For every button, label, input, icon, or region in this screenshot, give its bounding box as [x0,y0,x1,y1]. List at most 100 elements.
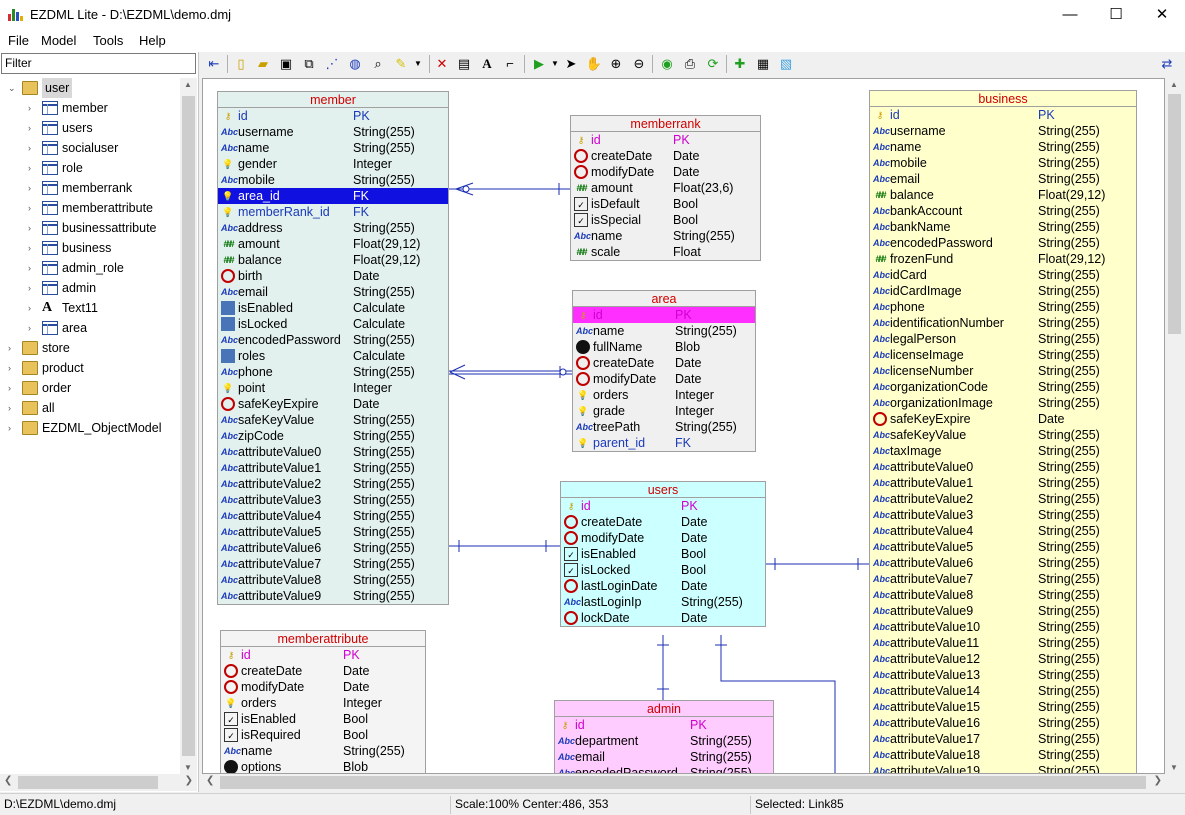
highlight-icon[interactable]: ✎ [395,56,407,71]
expand-icon[interactable]: › [28,283,31,293]
tree-horizontal-scrollbar[interactable]: ❮ ❯ [0,774,197,791]
expand-icon[interactable]: › [28,163,31,173]
expand-icon[interactable]: › [8,363,11,373]
tree-scroll-thumb[interactable] [182,96,195,756]
add-field-icon[interactable]: ✚ [734,56,746,71]
close-button[interactable]: ✕ [1155,6,1169,23]
expand-icon[interactable]: › [8,343,11,353]
hand-icon[interactable]: ✋ [585,56,603,71]
expand-icon[interactable]: › [28,263,31,273]
expand-icon[interactable]: › [8,403,11,413]
expand-icon[interactable]: › [28,203,31,213]
open-folder-icon[interactable]: ▰ [258,56,268,71]
run-dropdown-icon[interactable]: ▼ [551,59,559,68]
canvas-horizontal-scrollbar[interactable]: ❮ ❯ [202,774,1166,791]
globe-icon[interactable]: ◍ [349,56,361,71]
menu-help[interactable]: Help [139,33,166,48]
pointer-icon[interactable]: ➤ [565,56,577,71]
view-icon[interactable]: ◉ [661,56,673,71]
copy-icon[interactable]: ⧉ [304,56,314,71]
dropdown-icon[interactable]: ▼ [414,59,422,68]
delete-icon[interactable]: ✕ [436,56,448,71]
collapse-icon[interactable]: ⌄ [8,83,16,93]
canvas-scroll-right-icon[interactable]: ❯ [1153,775,1162,786]
tree-vertical-scrollbar[interactable]: ▲ ▼ [180,78,197,774]
expand-icon[interactable]: › [28,243,31,253]
properties-icon[interactable]: ▦ [756,56,770,71]
canvas-scroll-down-icon[interactable]: ▼ [1170,763,1178,772]
expand-icon[interactable]: › [28,103,31,113]
toggle-panel-icon[interactable]: ⇤ [208,56,220,71]
